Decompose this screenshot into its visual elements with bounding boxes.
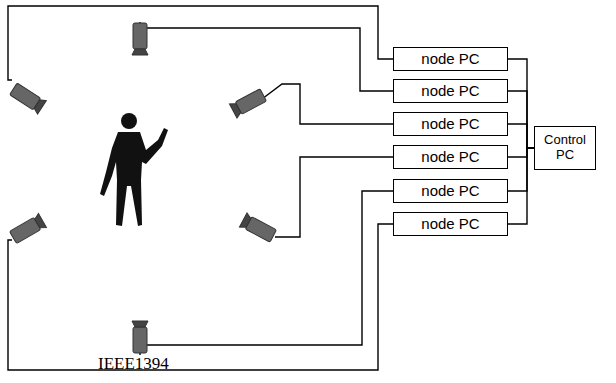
bus-connector [508, 59, 534, 148]
box-label: Control PC [538, 133, 592, 163]
cameras [9, 23, 277, 353]
box-label: node PC [421, 82, 479, 99]
node-pc-box: node PC [393, 47, 508, 71]
box-label: node PC [421, 182, 479, 199]
node-pc-box: node PC [393, 79, 508, 103]
person-silhouette [100, 113, 168, 226]
bus-connector [508, 91, 534, 148]
control-pc-box: Control PC [534, 126, 596, 170]
node-pc-box: node PC [393, 212, 508, 236]
box-label: node PC [421, 115, 479, 132]
bus-connector [508, 148, 534, 224]
node-pc-box: node PC [393, 179, 508, 203]
node-pc-box: node PC [393, 112, 508, 136]
box-label: node PC [421, 50, 479, 67]
ieee1394-cables [8, 6, 393, 370]
bus-connector [508, 148, 534, 157]
node-pc-box: node PC [393, 145, 508, 169]
box-label: node PC [421, 215, 479, 232]
bus-label: IEEE1394 [98, 354, 169, 374]
bus-connector [508, 148, 534, 191]
box-label: node PC [421, 148, 479, 165]
bus-connector [508, 124, 534, 148]
